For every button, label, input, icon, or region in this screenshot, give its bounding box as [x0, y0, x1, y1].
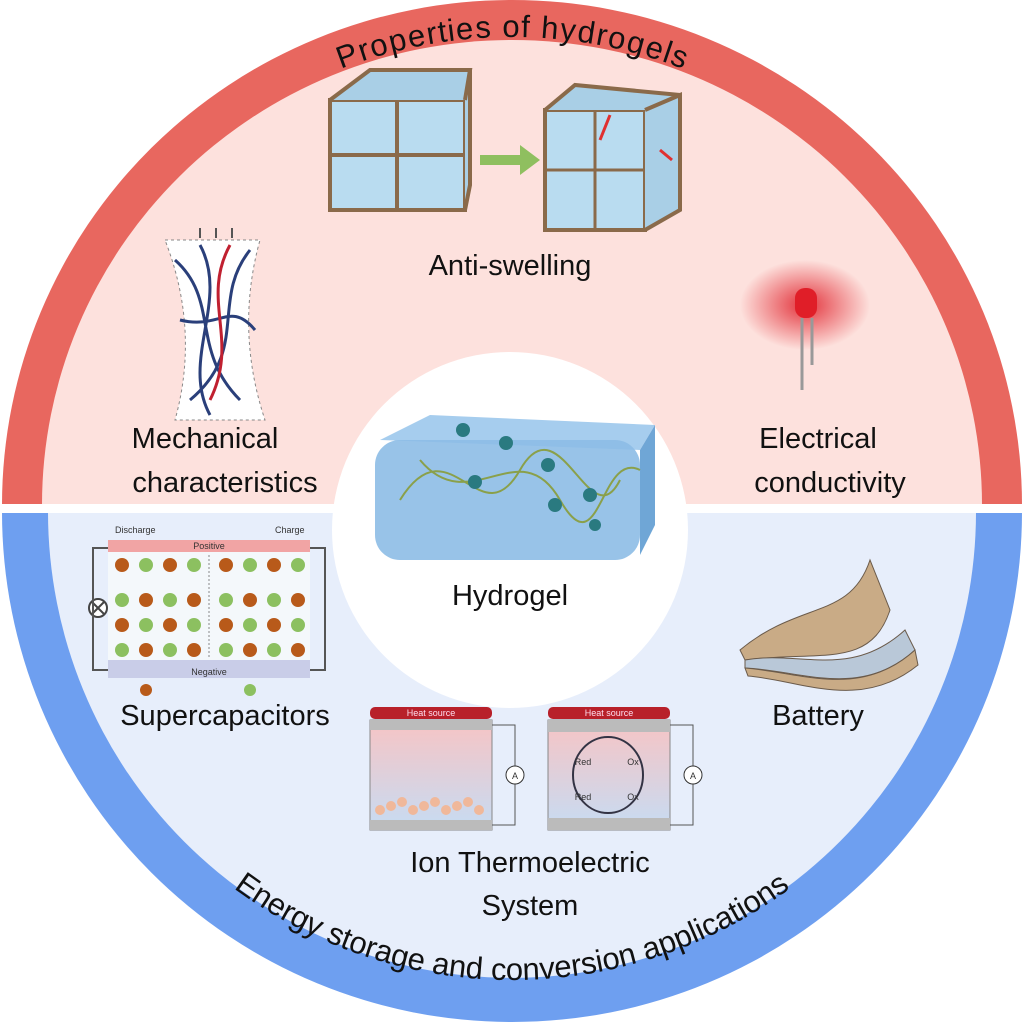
ammeter-label-2: A [690, 771, 696, 781]
mechanical-label-2: characteristics [132, 467, 317, 499]
ion-ball [267, 593, 281, 607]
stretched-network-icon [164, 228, 266, 421]
ion-ball [463, 797, 473, 807]
thermoelectric-label-1: Ion Thermoelectric [410, 847, 650, 879]
ion-ball [219, 593, 233, 607]
ox-label-2: Ox [627, 792, 639, 802]
anti-swelling-label: Anti-swelling [429, 250, 592, 282]
heat-source-label-2: Heat source [585, 708, 634, 718]
ion-ball [430, 797, 440, 807]
ion-ball [419, 801, 429, 811]
battery-label: Battery [772, 700, 864, 732]
thermoelectric-diagram: Heat source A Heat source Red Ox Red Ox … [369, 707, 703, 831]
led-icon [740, 260, 870, 390]
red-label-2: Red [575, 792, 592, 802]
ion-ball [408, 805, 418, 815]
ion-ball [243, 558, 257, 572]
ion-ball [139, 593, 153, 607]
ion-ball [291, 643, 305, 657]
ion-ball [452, 801, 462, 811]
ammeter-label-1: A [512, 771, 518, 781]
ion-ball [163, 618, 177, 632]
electrical-label-2: conductivity [754, 467, 906, 499]
ion-ball [187, 558, 201, 572]
ion-ball [115, 643, 129, 657]
ion-ball [115, 618, 129, 632]
discharge-label: Discharge [115, 525, 156, 535]
ion-ball [267, 558, 281, 572]
hydrogel-block-icon [375, 415, 655, 560]
electrical-label-1: Electrical [759, 423, 877, 455]
flexible-battery-icon [739, 558, 919, 691]
ion-ball [219, 558, 233, 572]
ion-ball [375, 805, 385, 815]
ion-ball [219, 643, 233, 657]
thermoelectric-label-2: System [482, 890, 579, 922]
ion-ball [441, 805, 451, 815]
ox-label-1: Ox [627, 757, 639, 767]
supercapacitors-label: Supercapacitors [120, 700, 330, 732]
mechanical-label-1: Mechanical [132, 423, 279, 455]
ion-ball [291, 618, 305, 632]
negative-label: Negative [191, 667, 227, 677]
ion-ball [187, 593, 201, 607]
ion-ball [243, 618, 257, 632]
charge-label: Charge [275, 525, 305, 535]
ion-ball [397, 797, 407, 807]
anti-swelling-cubes-icon [328, 68, 682, 232]
ion-ball [243, 593, 257, 607]
ion-ball [219, 618, 233, 632]
ion-ball [474, 805, 484, 815]
red-label-1: Red [575, 757, 592, 767]
ion-ball [267, 618, 281, 632]
ion-ball [115, 558, 129, 572]
supercapacitor-diagram: Discharge Charge Positive Negative [88, 525, 326, 696]
positive-label: Positive [193, 541, 225, 551]
ion-ball [267, 643, 281, 657]
ion-ball [187, 618, 201, 632]
ion-ball [139, 558, 153, 572]
ion-ball [163, 593, 177, 607]
ion-ball [187, 643, 201, 657]
ion-ball [139, 618, 153, 632]
ion-ball [115, 593, 129, 607]
ion-ball [291, 593, 305, 607]
heat-source-label-1: Heat source [407, 708, 456, 718]
ion-ball [291, 558, 305, 572]
ion-ball [163, 558, 177, 572]
ion-ball [243, 643, 257, 657]
ion-ball [386, 801, 396, 811]
top-fill [42, 40, 982, 505]
center-label: Hydrogel [452, 580, 568, 612]
ion-ball [139, 643, 153, 657]
ion-ball [163, 643, 177, 657]
